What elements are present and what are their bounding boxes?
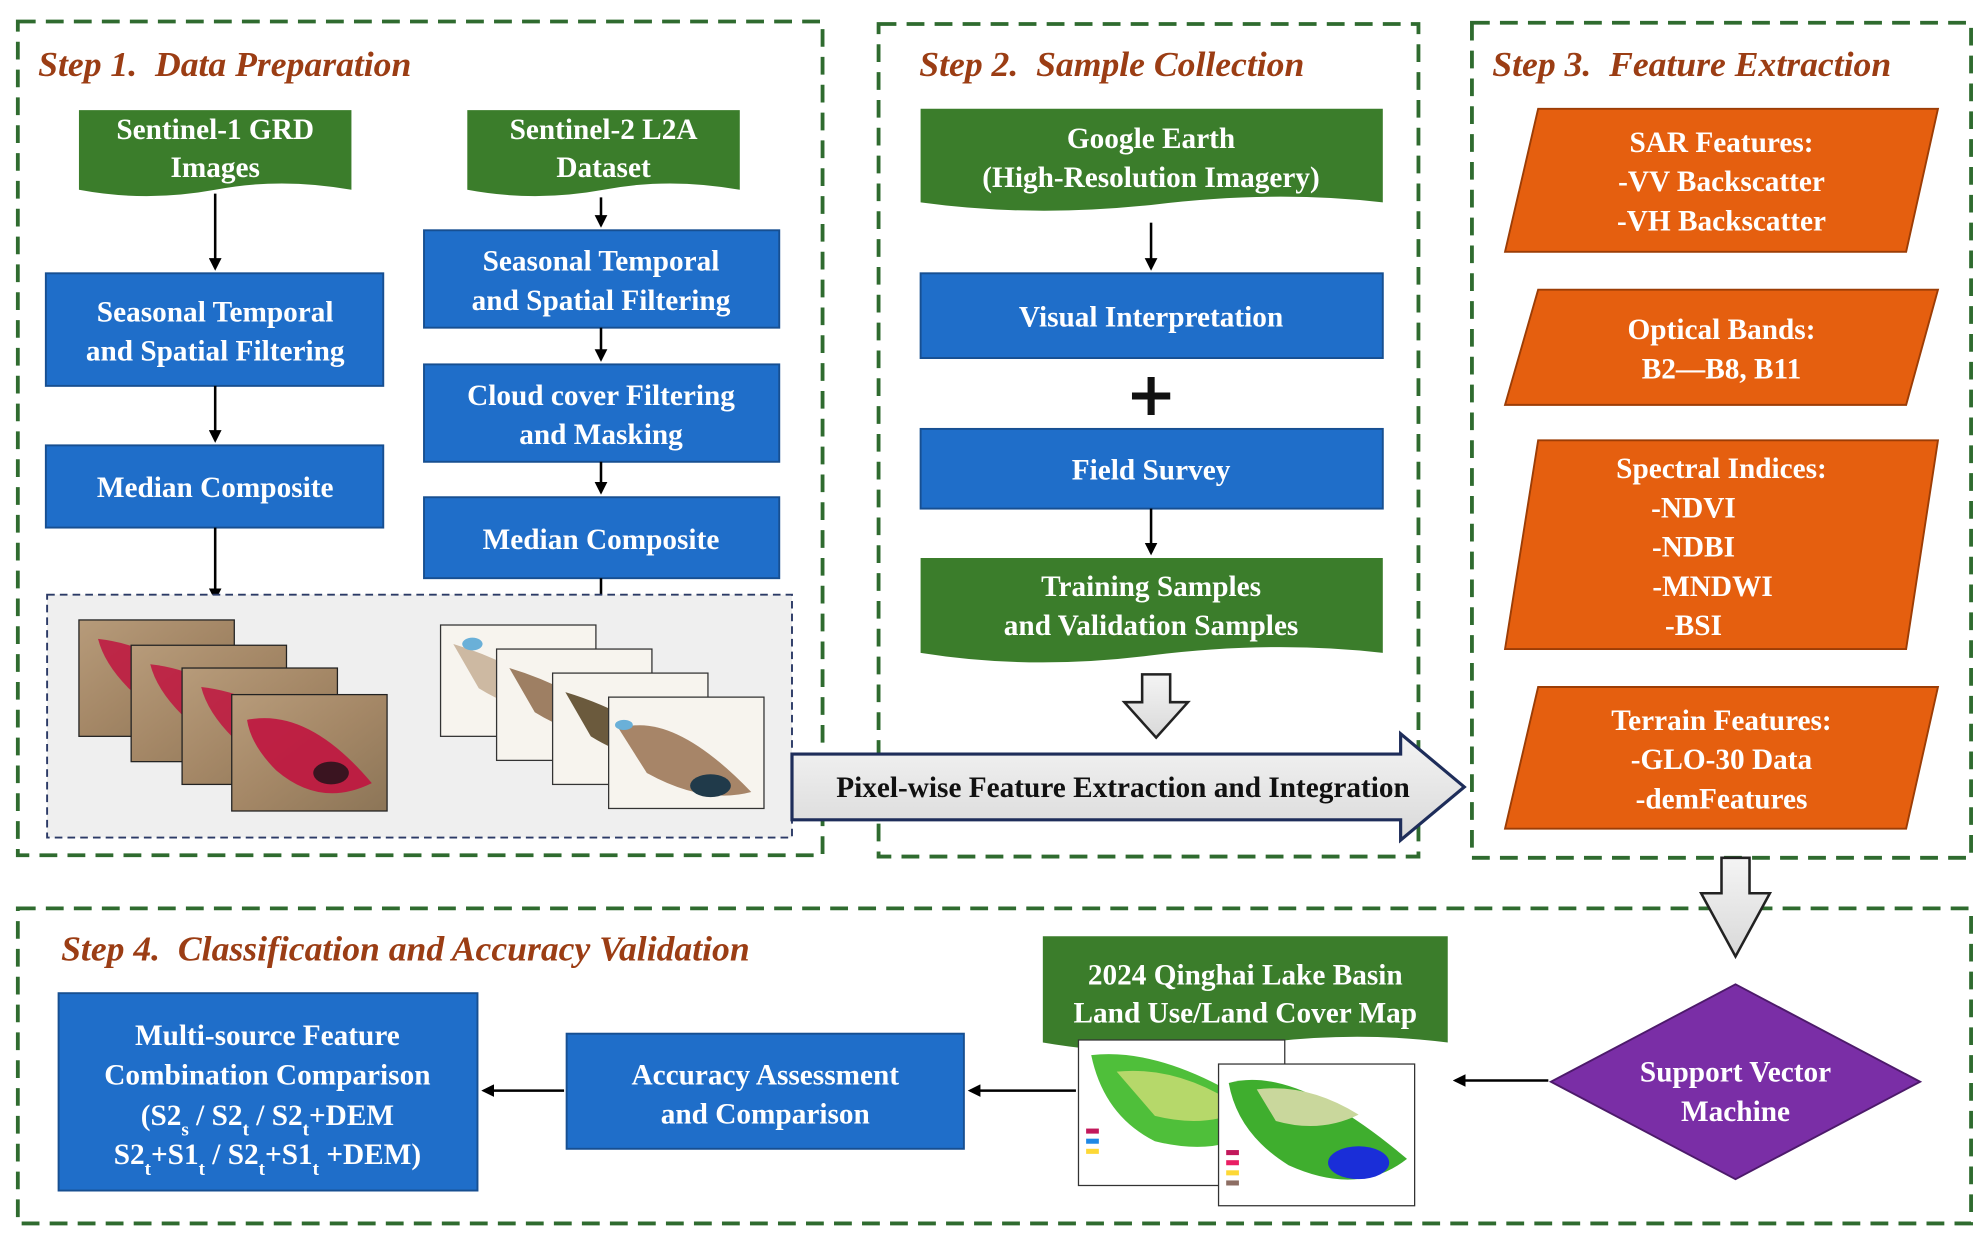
plus-sign: + [1125, 359, 1176, 430]
s2-cloud-line2: and Masking [519, 419, 683, 451]
sentinel2-source-line2: Dataset [556, 152, 651, 184]
sar-line2: -VV Backscatter [1618, 166, 1825, 198]
s2-filter-line2: and Spatial Filtering [472, 285, 731, 317]
step1-frame [15, 19, 825, 858]
s1-filter-box: Seasonal Temporal and Spatial Filtering [44, 272, 385, 387]
sar-features-box: SAR Features: -VV Backscatter -VH Backsc… [1503, 107, 1940, 253]
s2-composite-box: Median Composite [423, 496, 781, 580]
terrain-line2: -GLO-30 Data [1631, 744, 1813, 776]
accuracy-line2: and Comparison [661, 1099, 870, 1131]
lulc-map-output: 2024 Qinghai Lake Basin Land Use/Land Co… [1042, 936, 1448, 1053]
sentinel1-source-line1: Sentinel-1 GRD [116, 114, 314, 146]
optical-bands-box: Optical Bands: B2—B8, B11 [1503, 288, 1940, 406]
terrain-line3: -demFeatures [1636, 784, 1808, 816]
google-earth-source: Google Earth (High-Resolution Imagery) [920, 108, 1383, 211]
sentinel1-source-line2: Images [170, 152, 259, 184]
visual-interpretation-label: Visual Interpretation [1019, 302, 1283, 334]
spectral-line4: -MNDWI [1652, 571, 1772, 603]
s2-composite-label: Median Composite [483, 524, 720, 556]
spectral-line2: -NDVI [1651, 493, 1736, 525]
step3-frame [1470, 20, 1973, 860]
s1-composite-box: Median Composite [44, 444, 385, 529]
step4-title: Step 4. Classification and Accuracy Vali… [61, 928, 750, 968]
map-title-line2: Land Use/Land Cover Map [1074, 997, 1418, 1029]
step2-frame [876, 22, 1421, 859]
s2-cloud-box: Cloud cover Filtering and Masking [423, 363, 781, 463]
visual-interpretation-box: Visual Interpretation [919, 272, 1384, 360]
feature-comparison-box: Multi-source Feature Combination Compari… [57, 992, 479, 1192]
s1-filter-line1: Seasonal Temporal [97, 296, 334, 328]
terrain-features-box: Terrain Features: -GLO-30 Data -demFeatu… [1503, 686, 1940, 830]
google-earth-line2: (High-Resolution Imagery) [982, 162, 1320, 194]
spectral-line1: Spectral Indices: [1616, 453, 1827, 485]
sentinel2-source: Sentinel-2 L2A Dataset [467, 110, 740, 197]
step4-frame [15, 906, 1973, 1226]
svm-line2: Machine [1681, 1096, 1790, 1128]
sar-line1: SAR Features: [1629, 127, 1813, 159]
field-survey-label: Field Survey [1072, 455, 1231, 487]
s2-filter-box: Seasonal Temporal and Spatial Filtering [423, 229, 781, 329]
accuracy-assessment-box: Accuracy Assessment and Comparison [565, 1032, 965, 1150]
field-survey-box: Field Survey [919, 427, 1384, 510]
comparison-line2: Combination Comparison [104, 1059, 430, 1091]
step2-title: Step 2. Sample Collection [919, 44, 1304, 84]
svm-diamond: Support Vector Machine [1548, 983, 1923, 1181]
step1-arrows [208, 193, 608, 612]
accuracy-line1: Accuracy Assessment [631, 1059, 899, 1091]
s1-filter-line2: and Spatial Filtering [86, 336, 345, 368]
samples-line1: Training Samples [1041, 571, 1261, 603]
samples-output: Training Samples and Validation Samples [920, 557, 1383, 663]
step3-title: Step 3. Feature Extraction [1492, 44, 1891, 84]
integration-label: Pixel-wise Feature Extraction and Integr… [836, 772, 1410, 804]
sentinel2-source-line1: Sentinel-2 L2A [510, 114, 698, 146]
svm-line1: Support Vector [1640, 1057, 1831, 1089]
spectral-indices-box: Spectral Indices: -NDVI -NDBI -MNDWI -BS… [1503, 439, 1940, 650]
lulc-map-thumbnails [1077, 1039, 1416, 1207]
step1-title: Step 1. Data Preparation [38, 44, 411, 84]
sentinel1-image-stack [78, 619, 388, 812]
terrain-line1: Terrain Features: [1611, 705, 1831, 737]
spectral-line5: -BSI [1665, 610, 1722, 642]
sentinel1-source: Sentinel-1 GRD Images [78, 110, 352, 197]
spectral-line3: -NDBI [1652, 532, 1735, 564]
sentinel2-image-stack [439, 624, 765, 810]
samples-down-arrow [1121, 673, 1191, 740]
features-down-arrow [1698, 856, 1773, 960]
map-title-line1: 2024 Qinghai Lake Basin [1088, 959, 1403, 991]
s2-cloud-line1: Cloud cover Filtering [467, 380, 735, 412]
sar-line3: -VH Backscatter [1617, 205, 1826, 237]
optical-line1: Optical Bands: [1628, 314, 1816, 346]
google-earth-line1: Google Earth [1067, 123, 1235, 155]
feature-integration-arrow: Pixel-wise Feature Extraction and Integr… [790, 730, 1467, 844]
samples-line2: and Validation Samples [1004, 610, 1299, 642]
s1-composite-label: Median Composite [97, 472, 334, 504]
s2-filter-line1: Seasonal Temporal [483, 246, 720, 278]
comparison-line1: Multi-source Feature [135, 1020, 400, 1052]
optical-line2: B2—B8, B11 [1642, 353, 1801, 385]
